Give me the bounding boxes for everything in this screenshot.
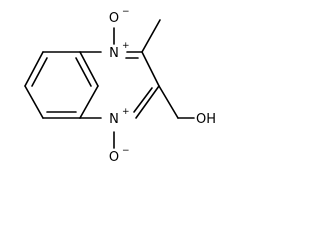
atom-o-bottom-charge: − bbox=[122, 146, 130, 156]
atom-n-bottom-charge: + bbox=[122, 107, 130, 117]
bond-c2-ch2 bbox=[158, 85, 179, 119]
atom-n-top-label: N bbox=[109, 46, 119, 61]
bond-c5-c6 bbox=[24, 51, 44, 87]
bond-c2-n-bottom bbox=[135, 85, 160, 119]
bond-double-c2-n-bottom-inner bbox=[133, 87, 153, 113]
bond-c3-c2 bbox=[141, 51, 160, 87]
bond-c8-c8a bbox=[79, 85, 99, 119]
bond-c3-methyl bbox=[141, 19, 161, 53]
atom-o-top-label: O bbox=[109, 11, 119, 26]
bond-c8a-c4a bbox=[79, 51, 99, 87]
bond-double-c8a-c4a-inner bbox=[75, 57, 92, 87]
atom-n-top-charge: + bbox=[122, 41, 130, 51]
atom-n-bottom-label: N bbox=[109, 112, 119, 127]
bond-double-c5-c6-inner bbox=[31, 57, 48, 87]
molecule-structure: O − N + N + O − OH bbox=[24, 7, 216, 165]
atom-o-top-charge: − bbox=[122, 7, 130, 17]
atom-hydroxyl-label: OH bbox=[196, 112, 216, 127]
bond-c6-c7 bbox=[24, 85, 44, 119]
atom-o-bottom-label: O bbox=[109, 150, 119, 165]
